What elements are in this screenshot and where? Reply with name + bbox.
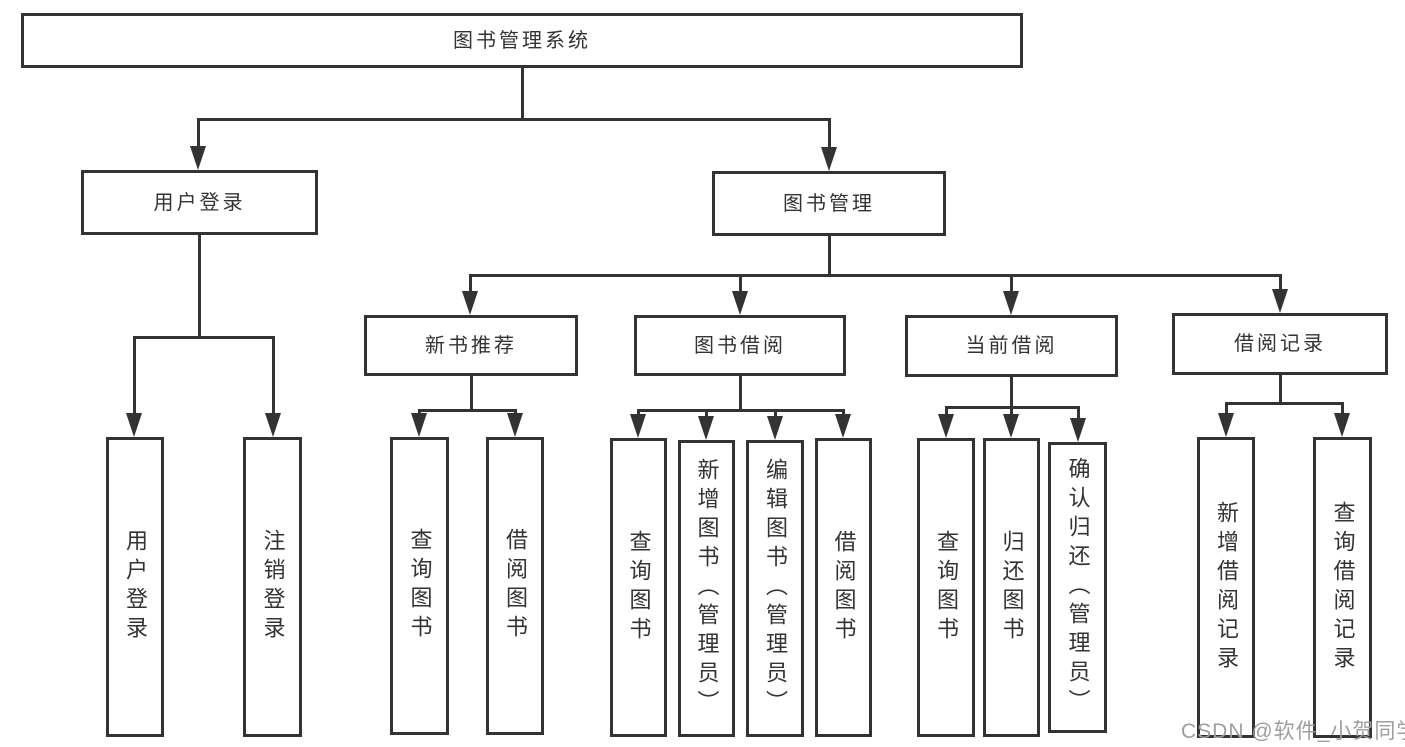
arrow-down-icon — [462, 291, 478, 315]
arrow-down-icon — [411, 413, 427, 437]
arrow-down-icon — [1334, 413, 1350, 437]
arrow-down-icon — [1218, 413, 1234, 437]
node-current-borrow: 当前借阅 — [905, 315, 1118, 377]
node-label: 用户登录 — [153, 191, 246, 214]
connector-stem — [738, 376, 742, 412]
node-root: 图书管理系统 — [21, 13, 1023, 68]
node-label: 借阅记录 — [1234, 333, 1326, 355]
arrow-down-icon — [821, 147, 837, 171]
connector-stem — [1278, 375, 1282, 405]
connector-drop — [1340, 402, 1344, 423]
node-label: 图书管理系统 — [453, 29, 591, 52]
node-label: 新书推荐 — [425, 334, 517, 357]
arrow-down-icon — [698, 416, 714, 440]
node-label: 归还图书 — [999, 529, 1025, 646]
node-borrow-record: 借阅记录 — [1172, 313, 1388, 375]
connector-drop — [738, 274, 742, 301]
node-label: 图书管理 — [783, 192, 875, 215]
node-leaf-query-book-2: 查询图书 — [610, 438, 667, 737]
arrow-down-icon — [938, 414, 954, 438]
connector-drop — [196, 118, 200, 156]
connector-stem — [469, 376, 473, 412]
connector-bus — [417, 409, 517, 412]
node-leaf-confirm-return: 确认归还（管理员） — [1048, 442, 1107, 733]
node-label: 注销登录 — [260, 529, 286, 645]
node-leaf-add-book: 新增图书（管理员） — [678, 440, 735, 737]
node-label: 借阅图书 — [831, 529, 857, 646]
node-label: 查询图书 — [934, 529, 959, 646]
node-label: 编辑图书（管理员） — [763, 458, 788, 719]
arrow-down-icon — [835, 414, 851, 438]
node-leaf-borrow-book-2: 借阅图书 — [815, 438, 872, 737]
csdn-watermark: CSDN @软件_小贺同学 — [1181, 720, 1405, 743]
node-label: 用户登录 — [123, 529, 148, 645]
node-label: 借阅图书 — [503, 528, 528, 644]
arrow-down-icon — [1070, 418, 1086, 442]
node-label: 新增借阅记录 — [1214, 500, 1239, 675]
node-user-login-group: 用户登录 — [81, 170, 318, 235]
node-label: 查询图书 — [407, 528, 433, 644]
connector-bus — [1224, 402, 1344, 405]
node-book-mgmt-group: 图书管理 — [712, 171, 946, 236]
node-leaf-query-book-1: 查询图书 — [390, 437, 449, 735]
arrow-down-icon — [1272, 289, 1288, 313]
node-label: 新增图书（管理员） — [694, 458, 720, 719]
connector-stem — [1009, 377, 1013, 409]
node-label: 查询借阅记录 — [1330, 500, 1356, 675]
connector-stem — [197, 235, 201, 339]
node-leaf-user-login: 用户登录 — [106, 437, 164, 737]
node-leaf-return-book: 归还图书 — [983, 438, 1040, 737]
node-label: 查询图书 — [626, 529, 652, 646]
node-new-book-recommend: 新书推荐 — [364, 315, 578, 376]
connector-drop — [827, 118, 831, 157]
connector-bus — [636, 409, 845, 412]
node-leaf-query-record: 查询借阅记录 — [1313, 437, 1372, 738]
arrow-down-icon — [190, 146, 206, 170]
arrow-down-icon — [732, 291, 748, 315]
connector-drop — [132, 336, 136, 423]
arrow-down-icon — [1003, 291, 1019, 315]
arrow-down-icon — [126, 413, 142, 437]
connector-bus — [468, 274, 1282, 277]
connector-drop — [1009, 274, 1013, 301]
connector-drop — [1224, 402, 1228, 423]
node-leaf-edit-book: 编辑图书（管理员） — [746, 440, 804, 737]
connector-drop — [271, 336, 275, 423]
connector-stem — [520, 68, 524, 121]
node-label: 当前借阅 — [965, 335, 1058, 357]
node-label: 确认归还（管理员） — [1065, 457, 1091, 718]
node-leaf-borrow-book-1: 借阅图书 — [486, 437, 544, 735]
connector-stem — [827, 236, 831, 277]
connector-drop — [1076, 406, 1080, 428]
arrow-down-icon — [630, 414, 646, 438]
node-label: 图书借阅 — [694, 334, 786, 357]
node-leaf-logout: 注销登录 — [243, 437, 302, 737]
arrow-down-icon — [265, 413, 281, 437]
arrow-down-icon — [507, 413, 523, 437]
arrow-down-icon — [1003, 414, 1019, 438]
connector-bus — [196, 118, 831, 121]
connector-drop — [1278, 274, 1282, 299]
node-book-borrow: 图书借阅 — [634, 315, 846, 376]
connector-drop — [468, 274, 472, 301]
arrow-down-icon — [767, 416, 783, 440]
node-leaf-query-book-3: 查询图书 — [917, 438, 975, 737]
node-leaf-add-record: 新增借阅记录 — [1197, 437, 1255, 738]
connector-bus — [132, 336, 275, 339]
